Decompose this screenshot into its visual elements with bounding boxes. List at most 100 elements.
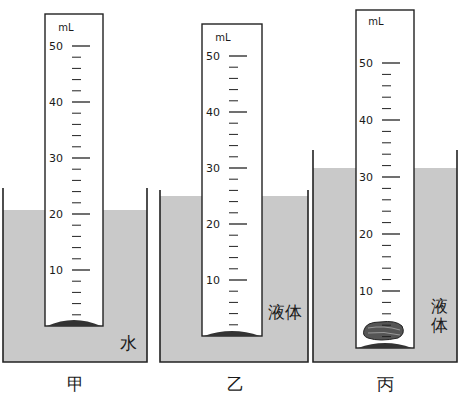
scale-number: 50 bbox=[49, 41, 63, 52]
tick-mark bbox=[72, 113, 81, 114]
tick-mark bbox=[229, 246, 238, 247]
tick-mark bbox=[382, 290, 400, 291]
tick-mark bbox=[229, 111, 247, 112]
tick-mark bbox=[72, 191, 81, 192]
scale-number: 50 bbox=[359, 58, 373, 69]
tick-mark bbox=[382, 176, 400, 177]
tick-mark bbox=[382, 336, 391, 337]
tick-mark bbox=[382, 211, 391, 212]
tick-mark bbox=[229, 89, 238, 90]
unit-label: mL bbox=[215, 33, 230, 43]
tick-mark bbox=[72, 169, 81, 170]
tick-mark bbox=[229, 235, 238, 236]
graduated-cylinder bbox=[356, 10, 414, 348]
scale-number: 40 bbox=[206, 107, 220, 118]
unit-label: mL bbox=[58, 23, 73, 33]
tick-mark bbox=[229, 134, 238, 135]
tick-mark bbox=[72, 79, 81, 80]
scale-number: 30 bbox=[49, 153, 63, 164]
tick-mark bbox=[229, 212, 238, 213]
liquid-label: 液体 bbox=[268, 304, 302, 321]
tick-mark bbox=[72, 101, 90, 102]
scale-number: 20 bbox=[359, 229, 373, 240]
tick-mark bbox=[229, 201, 238, 202]
tick-mark bbox=[229, 190, 238, 191]
scale-number: 20 bbox=[206, 219, 220, 230]
tick-mark bbox=[72, 236, 81, 237]
scale-ticks bbox=[72, 46, 400, 337]
tick-mark bbox=[72, 45, 90, 46]
beaker-caption: 乙 bbox=[227, 376, 244, 393]
tick-mark bbox=[382, 302, 391, 303]
tick-mark bbox=[382, 74, 391, 75]
tick-mark bbox=[229, 145, 238, 146]
tick-mark bbox=[229, 302, 238, 303]
tick-mark bbox=[229, 67, 238, 68]
tick-mark bbox=[382, 142, 391, 143]
tick-mark bbox=[229, 324, 238, 325]
stone-texture bbox=[368, 327, 400, 335]
tick-mark bbox=[382, 245, 391, 246]
tick-mark bbox=[229, 268, 238, 269]
tick-mark bbox=[382, 62, 400, 63]
tick-mark bbox=[382, 256, 391, 257]
stone bbox=[364, 322, 404, 341]
tick-mark bbox=[382, 154, 391, 155]
tick-mark bbox=[382, 108, 391, 109]
tick-mark bbox=[72, 180, 81, 181]
tick-mark bbox=[72, 247, 81, 248]
scale-number: 10 bbox=[359, 286, 373, 297]
liquid-label: 液体 bbox=[431, 297, 448, 334]
sediment bbox=[358, 343, 412, 348]
tick-mark bbox=[382, 313, 391, 314]
tick-mark bbox=[229, 179, 238, 180]
tick-mark bbox=[72, 225, 81, 226]
tick-mark bbox=[72, 202, 81, 203]
tick-mark bbox=[72, 135, 81, 136]
tick-mark bbox=[72, 90, 81, 91]
tick-mark bbox=[229, 257, 238, 258]
tick-mark bbox=[72, 124, 81, 125]
beaker-caption: 甲 bbox=[67, 376, 84, 393]
unit-label: mL bbox=[368, 17, 383, 27]
tick-mark bbox=[229, 313, 238, 314]
tick-mark bbox=[382, 325, 391, 326]
scale-number: 40 bbox=[49, 97, 63, 108]
tick-mark bbox=[72, 213, 90, 214]
tick-mark bbox=[72, 157, 90, 158]
tick-mark bbox=[72, 292, 81, 293]
tick-mark bbox=[229, 78, 238, 79]
sediment bbox=[47, 320, 101, 326]
graduated-cylinder bbox=[45, 14, 103, 326]
tick-mark bbox=[382, 119, 400, 120]
tick-mark bbox=[382, 165, 391, 166]
tick-mark bbox=[229, 55, 247, 56]
scale-number: 10 bbox=[206, 275, 220, 286]
scale-number: 10 bbox=[49, 265, 63, 276]
tick-mark bbox=[72, 68, 81, 69]
tick-mark bbox=[72, 146, 81, 147]
tick-mark bbox=[72, 269, 90, 270]
tick-mark bbox=[229, 291, 238, 292]
scale-number: 30 bbox=[206, 163, 220, 174]
tick-mark bbox=[382, 268, 391, 269]
tick-mark bbox=[72, 303, 81, 304]
liquid-label: 水 bbox=[120, 335, 137, 352]
tick-mark bbox=[382, 233, 400, 234]
scale-number: 40 bbox=[359, 115, 373, 126]
beaker-caption: 丙 bbox=[377, 376, 394, 393]
tick-mark bbox=[382, 97, 391, 98]
tick-mark bbox=[382, 131, 391, 132]
tick-mark bbox=[229, 279, 247, 280]
tick-mark bbox=[72, 258, 81, 259]
tick-mark bbox=[229, 123, 238, 124]
scale-number: 20 bbox=[49, 209, 63, 220]
tick-mark bbox=[72, 281, 81, 282]
tick-mark bbox=[229, 167, 247, 168]
tick-mark bbox=[382, 279, 391, 280]
scale-number: 50 bbox=[206, 51, 220, 62]
tick-mark bbox=[382, 85, 391, 86]
tick-mark bbox=[72, 57, 81, 58]
